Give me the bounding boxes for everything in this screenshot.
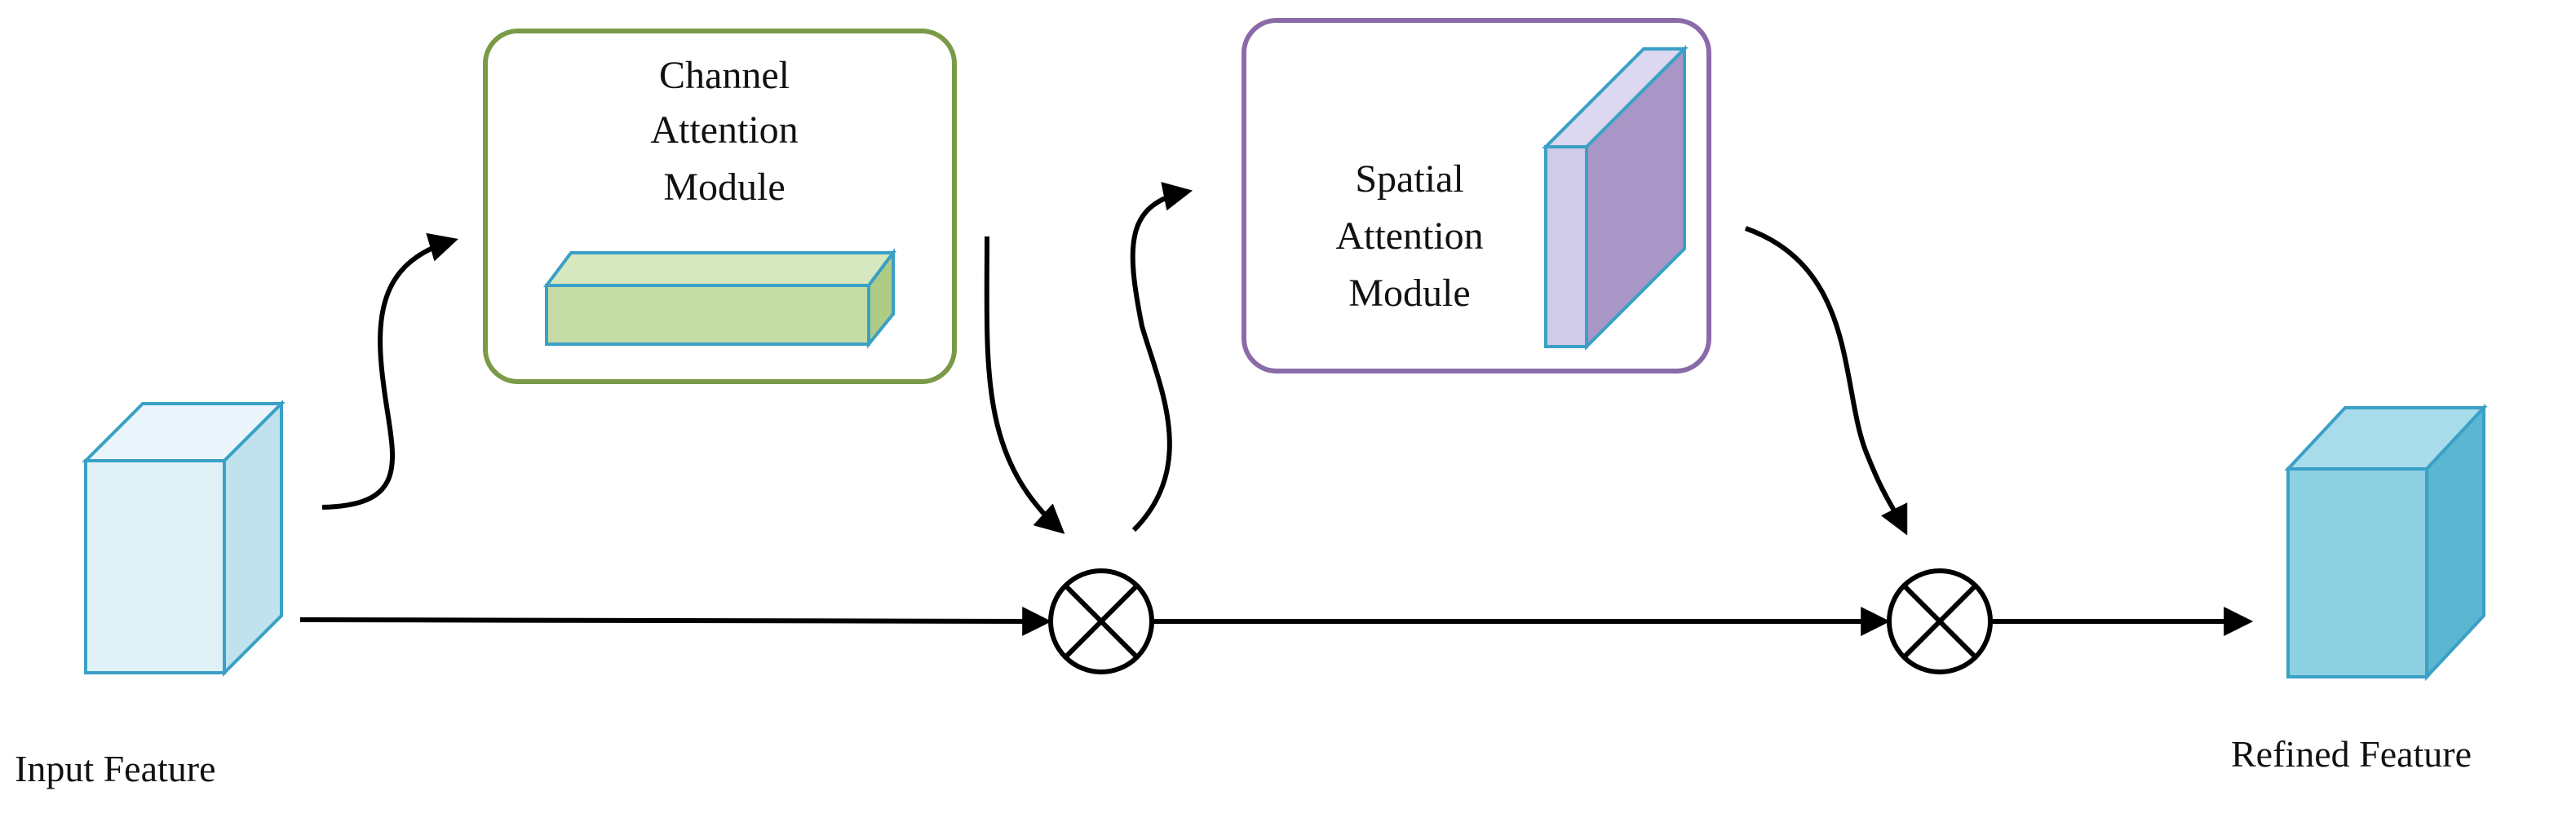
refined-feature-cube — [2284, 403, 2488, 682]
input-feature-label: Input Feature — [15, 748, 216, 789]
arrow-channel-attention-to-multiply-1 — [984, 236, 1065, 534]
arrow-input-to-channel-attention — [321, 232, 458, 510]
channel-attention-line-1: Channel — [659, 54, 790, 97]
multiply-node-2 — [1887, 568, 1993, 674]
channel-attention-block — [543, 248, 896, 349]
arrow-spatial-attention-to-multiply-2 — [1744, 226, 1908, 536]
spatial-attention-block — [1542, 45, 1689, 351]
arrow-input-to-multiply-1 — [299, 606, 1052, 636]
arrow-multiply-1-to-spatial-attention — [1130, 182, 1193, 533]
spatial-attention-line-1: Spatial — [1355, 157, 1463, 201]
spatial-attention-box — [1242, 18, 1711, 373]
input-feature-cube — [82, 400, 285, 677]
spatial-attention-line-2: Attention — [1335, 214, 1483, 258]
channel-attention-line-2: Attention — [650, 108, 798, 152]
channel-attention-box — [483, 29, 957, 384]
channel-attention-line-3: Module — [663, 166, 785, 209]
refined-feature-label: Refined Feature — [2231, 733, 2472, 775]
spatial-attention-line-3: Module — [1348, 272, 1470, 315]
multiply-node-1 — [1048, 568, 1154, 674]
